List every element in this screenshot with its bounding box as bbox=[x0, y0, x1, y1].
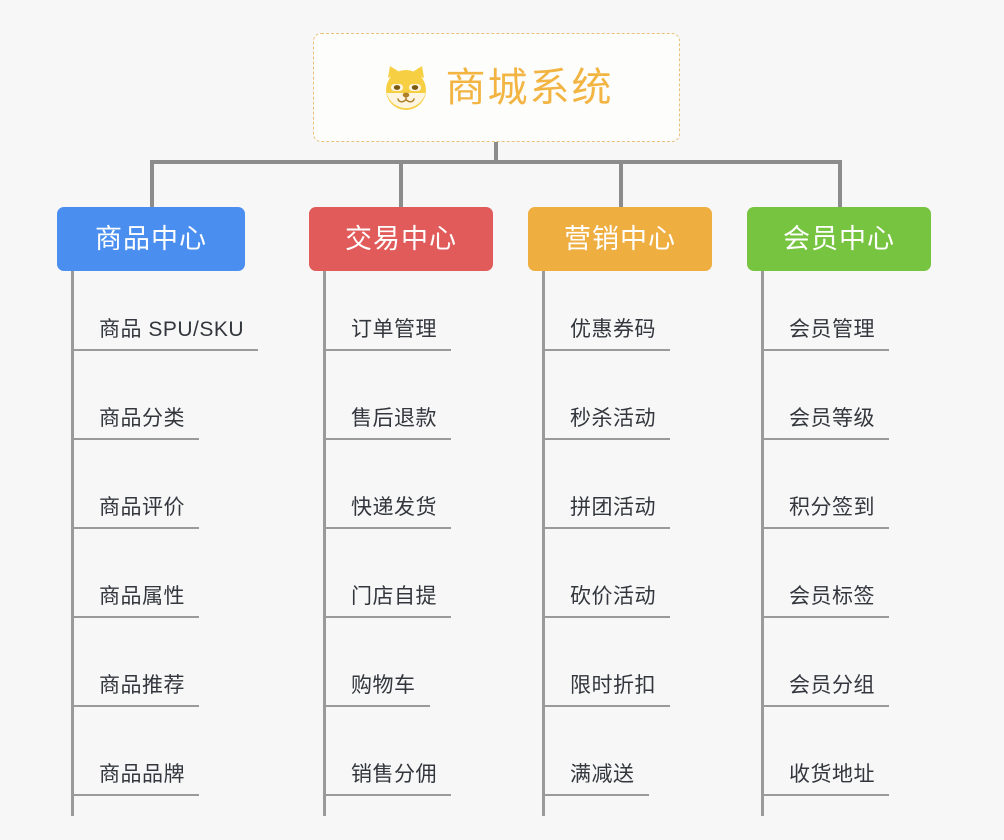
leaf-label: 会员标签 bbox=[789, 584, 875, 608]
leaf-label: 限时折扣 bbox=[570, 673, 656, 697]
leaf-item[interactable]: 砍价活动 bbox=[542, 529, 670, 618]
category-label-1: 商品中心 bbox=[95, 223, 207, 254]
connector-drop-category-4 bbox=[838, 160, 842, 208]
leaf-item[interactable]: 限时折扣 bbox=[542, 618, 670, 707]
leaf-item[interactable]: 商品评价 bbox=[71, 440, 199, 529]
leaf-item[interactable]: 会员等级 bbox=[761, 351, 889, 440]
category-label-2: 交易中心 bbox=[345, 223, 457, 254]
leaf-label: 商品推荐 bbox=[99, 673, 185, 697]
leaf-item[interactable]: 商品属性 bbox=[71, 529, 199, 618]
column-spine-4 bbox=[761, 271, 764, 816]
leaf-label: 商品 SPU/SKU bbox=[99, 317, 245, 341]
leaf-label: 购物车 bbox=[351, 673, 416, 697]
category-box-4[interactable]: 会员中心 bbox=[747, 207, 931, 271]
shiba-dog-icon bbox=[385, 65, 426, 110]
category-box-1[interactable]: 商品中心 bbox=[57, 207, 245, 271]
column-spine-1 bbox=[71, 271, 74, 816]
leaf-item[interactable]: 收货地址 bbox=[761, 707, 889, 796]
leaf-item[interactable]: 拼团活动 bbox=[542, 440, 670, 529]
leaf-item[interactable]: 优惠券码 bbox=[542, 262, 670, 351]
leaf-label: 会员分组 bbox=[789, 673, 875, 697]
leaf-label: 砍价活动 bbox=[570, 584, 656, 608]
leaf-item[interactable]: 会员分组 bbox=[761, 618, 889, 707]
leaf-item[interactable]: 销售分佣 bbox=[323, 707, 451, 796]
leaf-label: 商品分类 bbox=[99, 406, 185, 430]
connector-horizontal-bus bbox=[150, 160, 842, 164]
leaf-label: 商品品牌 bbox=[99, 762, 185, 786]
leaf-label: 销售分佣 bbox=[351, 762, 437, 786]
connector-drop-category-2 bbox=[399, 160, 403, 208]
leaf-label: 秒杀活动 bbox=[570, 406, 656, 430]
leaf-item[interactable]: 订单管理 bbox=[323, 262, 451, 351]
leaf-item[interactable]: 满减送 bbox=[542, 707, 649, 796]
column-spine-2 bbox=[323, 271, 326, 816]
leaf-item[interactable]: 会员标签 bbox=[761, 529, 889, 618]
leaf-label: 会员等级 bbox=[789, 406, 875, 430]
leaf-label: 售后退款 bbox=[351, 406, 437, 430]
leaf-item[interactable]: 售后退款 bbox=[323, 351, 451, 440]
connector-root-stem bbox=[494, 142, 498, 164]
leaf-label: 订单管理 bbox=[351, 317, 437, 341]
leaf-label: 会员管理 bbox=[789, 317, 875, 341]
leaf-label: 拼团活动 bbox=[570, 495, 656, 519]
root-title: 商城系统 bbox=[445, 65, 614, 110]
leaf-item[interactable]: 秒杀活动 bbox=[542, 351, 670, 440]
leaf-label: 收货地址 bbox=[789, 762, 875, 786]
leaf-label: 商品属性 bbox=[99, 584, 185, 608]
leaf-item[interactable]: 积分签到 bbox=[761, 440, 889, 529]
leaf-item[interactable]: 商品品牌 bbox=[71, 707, 199, 796]
root-node[interactable]: 商城系统 bbox=[313, 33, 680, 142]
column-spine-3 bbox=[542, 271, 545, 816]
leaf-item[interactable]: 商品分类 bbox=[71, 351, 199, 440]
connector-drop-category-1 bbox=[150, 160, 154, 208]
category-label-3: 营销中心 bbox=[564, 223, 676, 254]
leaf-label: 积分签到 bbox=[789, 495, 875, 519]
connector-drop-category-3 bbox=[619, 160, 623, 208]
leaf-label: 门店自提 bbox=[351, 584, 437, 608]
leaf-label: 优惠券码 bbox=[570, 317, 656, 341]
leaf-label: 满减送 bbox=[570, 762, 635, 786]
leaf-item[interactable]: 快递发货 bbox=[323, 440, 451, 529]
leaf-item[interactable]: 会员管理 bbox=[761, 262, 889, 351]
leaf-label: 商品评价 bbox=[99, 495, 185, 519]
leaf-item[interactable]: 商品推荐 bbox=[71, 618, 199, 707]
leaf-label: 快递发货 bbox=[351, 495, 437, 519]
category-box-3[interactable]: 营销中心 bbox=[528, 207, 712, 271]
leaf-item[interactable]: 门店自提 bbox=[323, 529, 451, 618]
leaf-item[interactable]: 商品 SPU/SKU bbox=[71, 262, 259, 351]
leaf-item[interactable]: 购物车 bbox=[323, 618, 430, 707]
category-label-4: 会员中心 bbox=[783, 223, 895, 254]
category-box-2[interactable]: 交易中心 bbox=[309, 207, 493, 271]
